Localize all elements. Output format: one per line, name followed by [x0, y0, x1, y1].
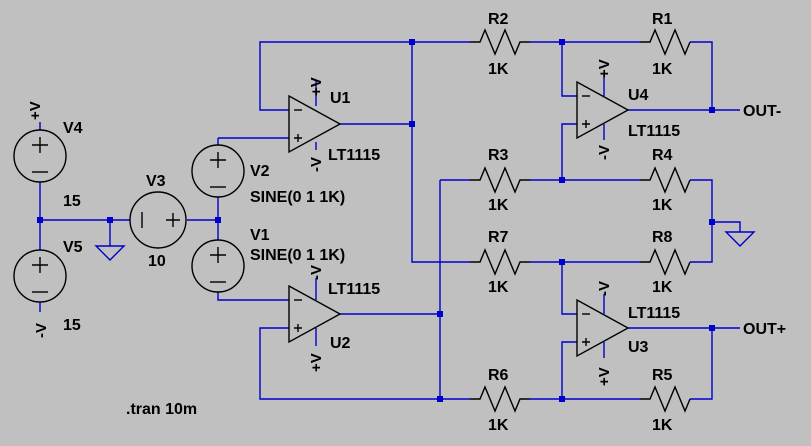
v4-value: 15 [63, 193, 81, 210]
spice-directive[interactable]: .tran 10m [126, 401, 197, 418]
u2-name: U2 [330, 335, 351, 352]
u3-name: U3 [628, 339, 649, 356]
opamp-u3[interactable]: -V +V LT1115 U3 [576, 281, 680, 386]
source-v1[interactable]: V1 SINE(0 1 1K) [191, 227, 345, 293]
v5-name: V5 [63, 239, 83, 256]
r5-value: 1K [652, 417, 673, 434]
u4-model: LT1115 [628, 123, 680, 140]
u2-vpos-label: +V [308, 353, 325, 372]
u4-vneg-label: -V [596, 145, 613, 160]
v5-minus-label: -V [33, 323, 50, 338]
source-v3[interactable]: V3 10 [129, 173, 187, 270]
source-v2[interactable]: V2 SINE(0 1 1K) [191, 138, 345, 206]
u4-vpos-label: +V [596, 59, 613, 78]
r7-value: 1K [488, 279, 509, 296]
r3-value: 1K [488, 197, 509, 214]
r4-value: 1K [652, 197, 673, 214]
resistor-r2[interactable]: R2 1K [470, 11, 530, 78]
r6-name: R6 [488, 367, 509, 384]
resistor-r7[interactable]: R7 1K [470, 229, 530, 296]
r2-value: 1K [488, 61, 509, 78]
opamp-u2[interactable]: -V +V LT1115 U2 [288, 265, 380, 372]
u1-vneg-label: -V [308, 157, 325, 172]
v2-value: SINE(0 1 1K) [250, 189, 345, 206]
v4-name: V4 [63, 120, 83, 137]
v3-value: 10 [148, 253, 166, 270]
r4-name: R4 [652, 147, 673, 164]
wires [39, 41, 741, 400]
v5-value: 15 [63, 317, 81, 334]
ground-symbol-right [724, 231, 756, 247]
r1-name: R1 [652, 11, 673, 28]
resistor-r1[interactable]: R1 1K [640, 11, 691, 78]
v2-name: V2 [250, 163, 270, 180]
r5-name: R5 [652, 367, 673, 384]
opamp-u4[interactable]: +V -V U4 LT1115 [576, 59, 680, 160]
source-v5[interactable]: -V V5 15 [13, 239, 83, 338]
r6-value: 1K [488, 417, 509, 434]
r1-value: 1K [652, 61, 673, 78]
r2-name: R2 [488, 11, 509, 28]
u4-name: U4 [628, 87, 649, 104]
u1-vpos-label: +V [308, 77, 325, 96]
opamp-u1[interactable]: +V -V U1 LT1115 [288, 77, 380, 172]
u3-model: LT1115 [628, 305, 680, 322]
v3-name: V3 [146, 173, 166, 190]
resistor-r3[interactable]: R3 1K [470, 147, 530, 214]
resistor-r8[interactable]: R8 1K [640, 229, 691, 296]
r3-name: R3 [488, 147, 509, 164]
u1-name: U1 [330, 90, 351, 107]
r8-value: 1K [652, 279, 673, 296]
junctions [37, 39, 715, 402]
r7-name: R7 [488, 229, 509, 246]
source-v4[interactable]: +V V4 15 [13, 101, 83, 210]
v1-value: SINE(0 1 1K) [250, 247, 345, 264]
out-minus-label: OUT- [743, 103, 781, 120]
r8-name: R8 [652, 229, 673, 246]
u3-vneg-label: -V [596, 281, 613, 296]
u2-vneg-label: -V [308, 265, 325, 280]
v1-name: V1 [250, 227, 270, 244]
ground-symbol-left [94, 245, 126, 261]
v4-plus-label: +V [27, 101, 44, 120]
out-plus-label: OUT+ [743, 321, 786, 338]
u3-vpos-label: +V [596, 367, 613, 386]
resistor-r5[interactable]: R5 1K [640, 367, 691, 434]
resistor-r4[interactable]: R4 1K [640, 147, 691, 214]
resistor-r6[interactable]: R6 1K [470, 367, 530, 434]
u1-model: LT1115 [328, 147, 380, 164]
u2-model: LT1115 [328, 281, 380, 298]
